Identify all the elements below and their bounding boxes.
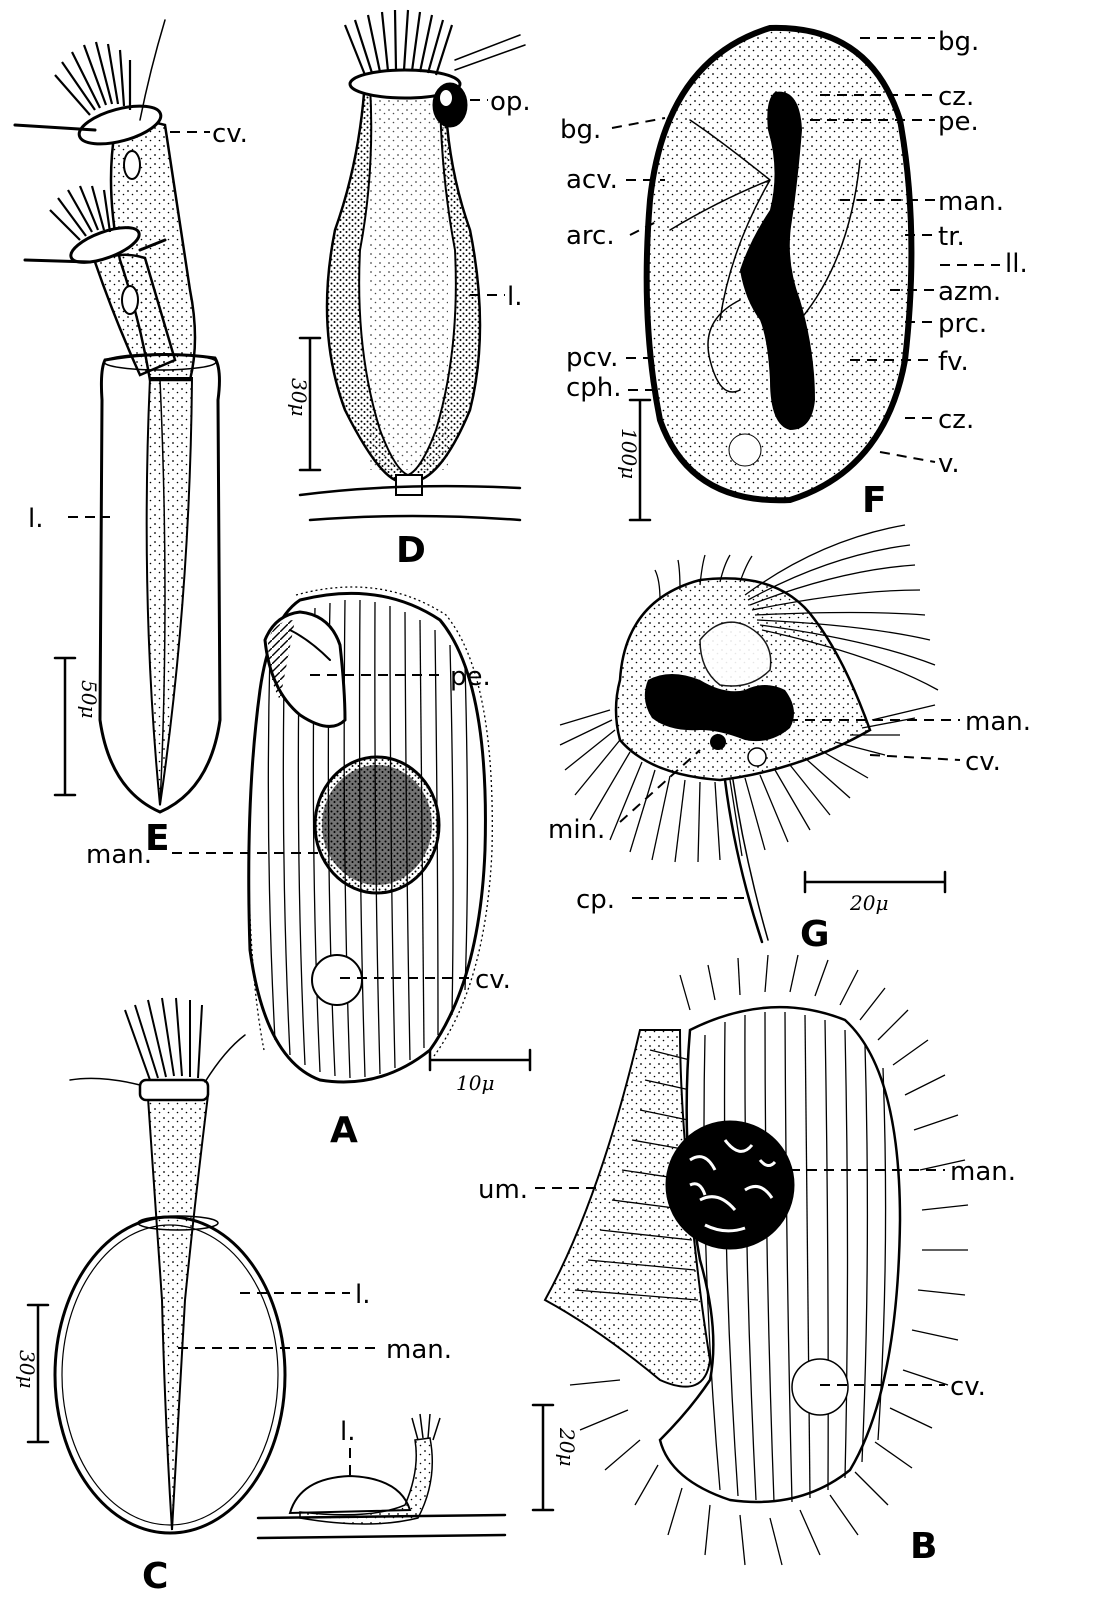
figure-a-scale-label: 10μ bbox=[456, 1071, 494, 1095]
figure-f-label-cph: cph. bbox=[566, 373, 622, 403]
figure-g-scale-label: 20μ bbox=[849, 891, 888, 915]
figure-b-macronucleus bbox=[667, 1122, 793, 1248]
figure-b: um. man. cv. 20μ B bbox=[478, 955, 1016, 1567]
figure-d-letter: D bbox=[396, 530, 426, 571]
figure-g-micronucleus bbox=[710, 734, 726, 750]
figure-c-label-l: l. bbox=[355, 1280, 371, 1310]
figure-f-label-v: v. bbox=[938, 449, 960, 479]
figure-f-label-man: man. bbox=[938, 187, 1004, 217]
figure-e-label-cv: cv. bbox=[212, 119, 248, 149]
figure-d-label-l: l. bbox=[507, 282, 523, 312]
figure-g-label-man: man. bbox=[965, 707, 1031, 737]
figure-e-scale-label: 50μ bbox=[77, 680, 101, 718]
figure-g: man. cv. min. cp. 20μ G bbox=[548, 525, 1031, 955]
figure-b-label-cv: cv. bbox=[950, 1372, 986, 1402]
figure-a-contractile-vacuole bbox=[312, 955, 362, 1005]
figure-c-body bbox=[148, 1095, 208, 1530]
figure-g-scale-bar bbox=[805, 872, 945, 892]
figure-g-letter: G bbox=[800, 914, 830, 955]
figure-e: cv. l. 50μ E bbox=[15, 20, 248, 859]
figure-c: l. man. l. 30μ C bbox=[15, 998, 505, 1597]
figure-f-label-prc: prc. bbox=[938, 309, 987, 339]
figure-f-label-pcv: pcv. bbox=[566, 343, 618, 373]
figure-g-caudal-process bbox=[725, 780, 762, 942]
figure-b-label-man: man. bbox=[950, 1157, 1016, 1187]
figure-f: bg. cz. pe. man. tr. ll. azm. prc. fv. c… bbox=[560, 27, 1028, 521]
figure-g-label-min: min. bbox=[548, 815, 605, 845]
figure-f-scale-label: 100μ bbox=[617, 428, 641, 479]
figure-f-label-pe: pe. bbox=[938, 107, 979, 137]
figure-e-scale-bar bbox=[55, 658, 75, 795]
figure-b-letter: B bbox=[910, 1526, 937, 1567]
figure-f-label-bg-left: bg. bbox=[560, 115, 601, 145]
figure-d-scale-label: 30μ bbox=[287, 378, 311, 416]
figure-f-letter: F bbox=[862, 480, 887, 521]
figure-b-scale-label: 20μ bbox=[555, 1427, 579, 1466]
figure-f-label-ll: ll. bbox=[1005, 249, 1028, 279]
figure-d: op. l. 30μ D bbox=[287, 10, 531, 571]
figure-c-inset bbox=[290, 1476, 410, 1513]
figure-f-label-tr: tr. bbox=[938, 222, 965, 252]
figure-a-label-pe: pe. bbox=[450, 662, 491, 692]
figure-b-label-um: um. bbox=[478, 1175, 528, 1205]
figure-f-label-cz-bottom: cz. bbox=[938, 405, 974, 435]
figure-a-label-cv: cv. bbox=[475, 965, 511, 995]
figure-f-label-fv: fv. bbox=[938, 347, 969, 377]
figure-f-label-arc: arc. bbox=[566, 221, 615, 251]
figure-c-label-man: man. bbox=[386, 1335, 452, 1365]
figure-d-operculum bbox=[433, 83, 467, 127]
figure-c-letter: C bbox=[142, 1556, 168, 1597]
figure-a-label-man: man. bbox=[86, 840, 152, 870]
figure-f-label-bg-top: bg. bbox=[938, 27, 979, 57]
figure-e-body-lower bbox=[147, 378, 192, 805]
figure-g-label-cp: cp. bbox=[576, 885, 615, 915]
figure-c-label-l-inset: l. bbox=[340, 1417, 356, 1447]
figure-f-label-azm: azm. bbox=[938, 277, 1001, 307]
figure-f-label-acv: acv. bbox=[566, 165, 618, 195]
figure-b-contractile-vacuole bbox=[792, 1359, 848, 1415]
figure-b-scale-bar bbox=[533, 1405, 553, 1510]
figure-a-scale-bar bbox=[430, 1050, 530, 1070]
figure-c-scale-label: 30μ bbox=[15, 1350, 39, 1388]
figure-g-label-cv: cv. bbox=[965, 747, 1001, 777]
figure-d-label-op: op. bbox=[490, 87, 531, 117]
figure-a-letter: A bbox=[330, 1110, 358, 1151]
figure-e-label-l: l. bbox=[28, 504, 44, 534]
